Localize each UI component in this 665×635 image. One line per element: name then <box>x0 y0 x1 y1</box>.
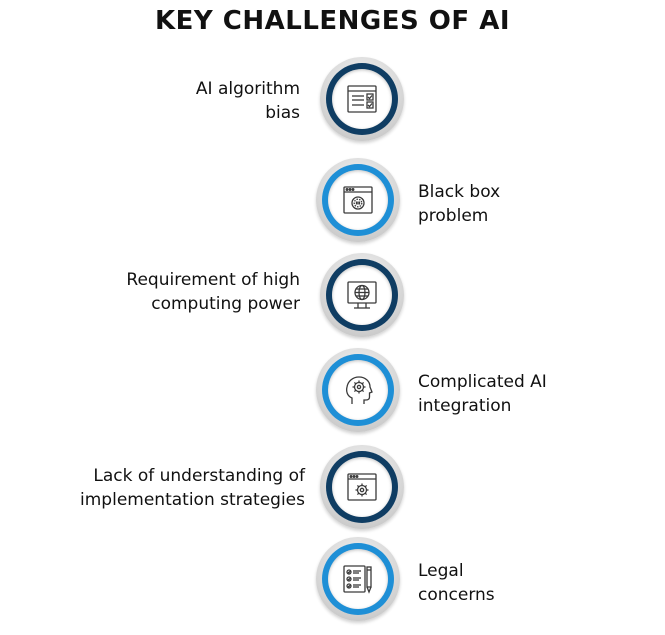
challenge-label-line: implementation strategies <box>80 490 305 510</box>
ring-inner <box>332 69 392 129</box>
ring-inner <box>328 170 388 230</box>
challenge-ring-6 <box>316 537 400 621</box>
challenge-label-line: Requirement of high <box>126 270 300 290</box>
ring-band <box>326 451 398 523</box>
ring-inner <box>328 549 388 609</box>
challenge-label-line: computing power <box>151 294 300 314</box>
challenge-label-1: AI algorithm bias <box>10 77 300 125</box>
black-box-window-icon <box>343 186 373 214</box>
challenge-label-line: bias <box>265 103 300 123</box>
checklist-pen-icon <box>343 565 372 594</box>
ring-band <box>326 259 398 331</box>
challenge-label-line: Legal <box>418 561 464 581</box>
challenge-label-line: Complicated AI <box>418 372 547 392</box>
challenge-label-5: Lack of understanding of implementation … <box>15 464 305 512</box>
challenge-label-3: Requirement of high computing power <box>10 268 300 316</box>
challenge-label-6: Legal concerns <box>418 559 665 607</box>
ring-inner <box>328 360 388 420</box>
ring-inner <box>332 265 392 325</box>
challenge-label-line: Black box <box>418 182 501 202</box>
ring-band <box>322 354 394 426</box>
challenge-label-2: Black box problem <box>418 180 665 228</box>
checklist-icon <box>347 85 377 113</box>
challenge-label-line: integration <box>418 396 512 416</box>
window-gear-icon <box>347 473 377 501</box>
challenge-ring-4 <box>316 348 400 432</box>
challenge-ring-3 <box>320 253 404 337</box>
challenge-ring-2 <box>316 158 400 242</box>
globe-monitor-icon <box>347 281 377 309</box>
challenge-label-line: AI algorithm <box>195 79 300 99</box>
head-gear-icon <box>346 376 373 404</box>
challenge-label-4: Complicated AI integration <box>418 370 665 418</box>
ring-inner <box>332 457 392 517</box>
page-title: KEY CHALLENGES OF AI <box>155 6 510 36</box>
ring-band <box>322 543 394 615</box>
challenge-ring-1 <box>320 57 404 141</box>
ring-band <box>322 164 394 236</box>
challenge-label-line: concerns <box>418 585 495 605</box>
challenge-label-line: Lack of understanding of <box>93 466 305 486</box>
ring-band <box>326 63 398 135</box>
challenge-label-line: problem <box>418 206 489 226</box>
challenge-ring-5 <box>320 445 404 529</box>
